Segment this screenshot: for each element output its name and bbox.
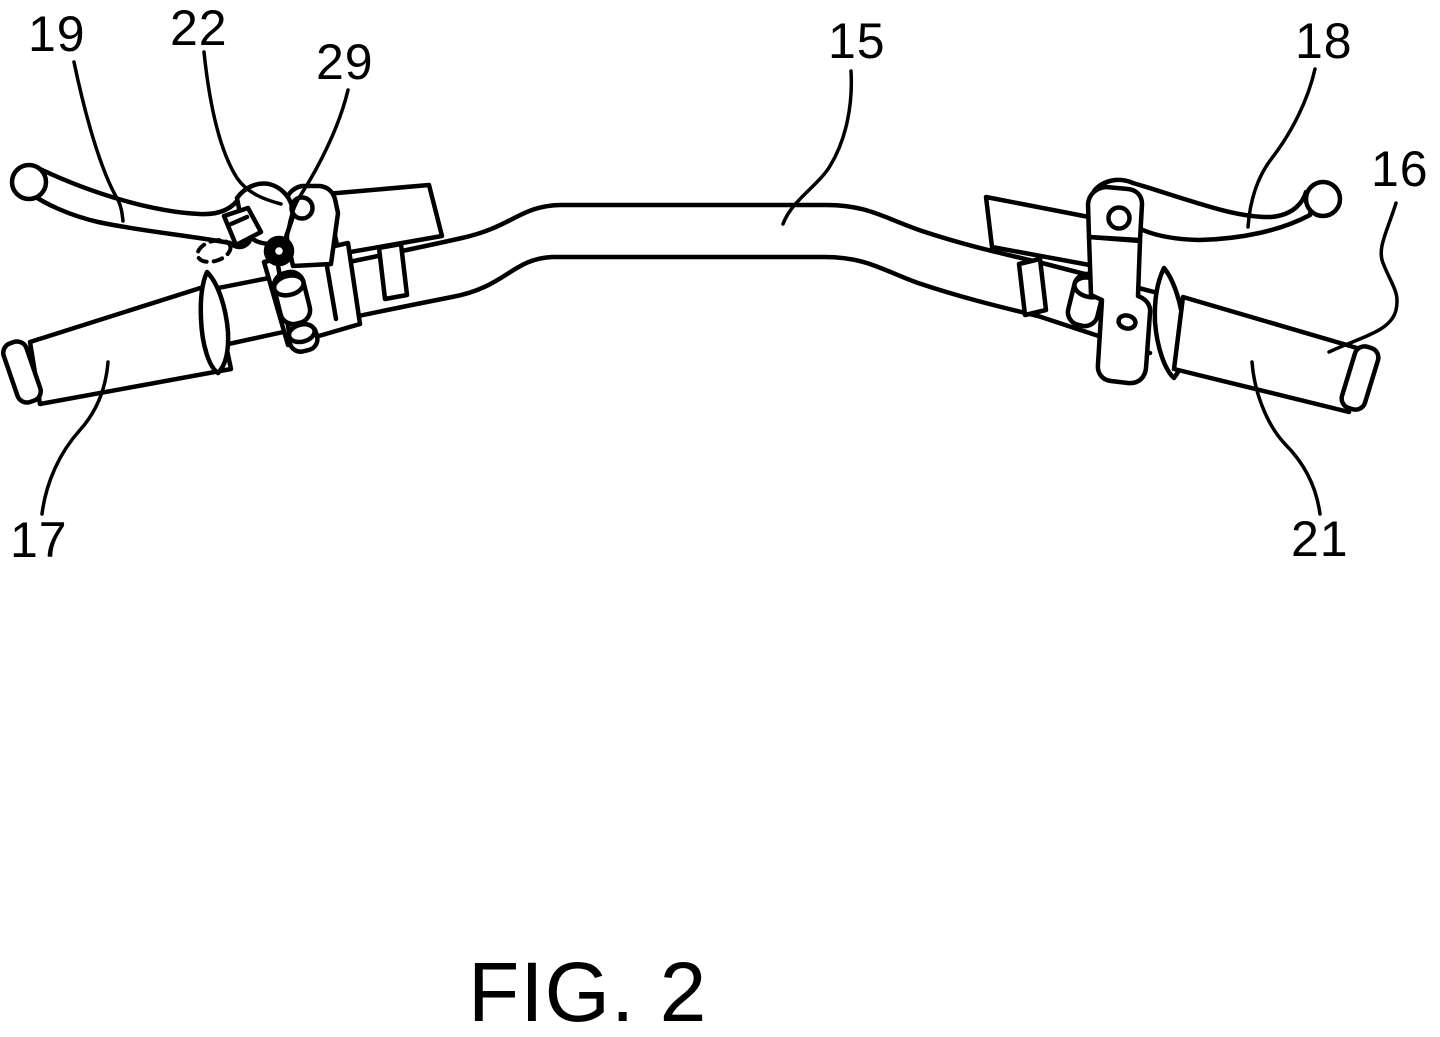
left-clutch-lever [9, 162, 315, 267]
left-bar-band [376, 241, 410, 302]
figure-caption: FIG. 2 [468, 945, 708, 1037]
left-lower-bolt [286, 322, 320, 354]
left-lever-cam-notch [228, 214, 250, 227]
leader-lines [40, 50, 1399, 516]
handlebar-tube [205, 202, 1161, 356]
ref-label-21: 21 [1291, 511, 1349, 567]
ref-label-17: 17 [10, 512, 68, 568]
right-grip-body [1171, 294, 1360, 415]
left-lever-cam [221, 205, 264, 248]
left-lever-ball-end [9, 162, 49, 202]
left-grip-end-cap [1, 339, 43, 405]
ref-label-29: 29 [316, 34, 374, 90]
leader-line-18 [1246, 67, 1317, 229]
ref-label-16: 16 [1371, 141, 1429, 197]
left-lever-blade [25, 166, 261, 250]
right-pivot-hole [1106, 205, 1132, 231]
right-grip-end-cap [1339, 344, 1381, 412]
leader-line-16 [1327, 201, 1399, 354]
left-clamp-assembly [261, 182, 445, 354]
right-bracket-strip [1086, 234, 1153, 386]
leader-line-29 [285, 88, 350, 245]
ref-label-18: 18 [1295, 13, 1353, 69]
ref-label-19: 19 [28, 6, 86, 62]
leader-line-22 [202, 50, 283, 206]
left-grip [1, 269, 234, 407]
bar-bottom-edge [221, 254, 1153, 356]
left-cable-adjuster-hidden [195, 238, 233, 264]
leader-line-15 [781, 69, 854, 226]
right-grip [1152, 265, 1381, 415]
right-bar-band [1016, 256, 1049, 318]
leader-line-19 [72, 60, 125, 223]
right-bracket-hole [1116, 313, 1138, 331]
left-pivot-bolt-ring [267, 239, 291, 263]
leader-line-17 [40, 360, 110, 516]
right-lever-ball-end [1303, 179, 1343, 219]
right-brake-lever [1085, 177, 1343, 243]
bar-top-edge [205, 202, 1161, 296]
leader-line-21 [1250, 360, 1322, 516]
ref-label-15: 15 [828, 13, 886, 69]
left-grip-flange [198, 269, 231, 376]
right-clamp-assembly [983, 194, 1153, 386]
ref-label-22: 22 [170, 0, 228, 56]
